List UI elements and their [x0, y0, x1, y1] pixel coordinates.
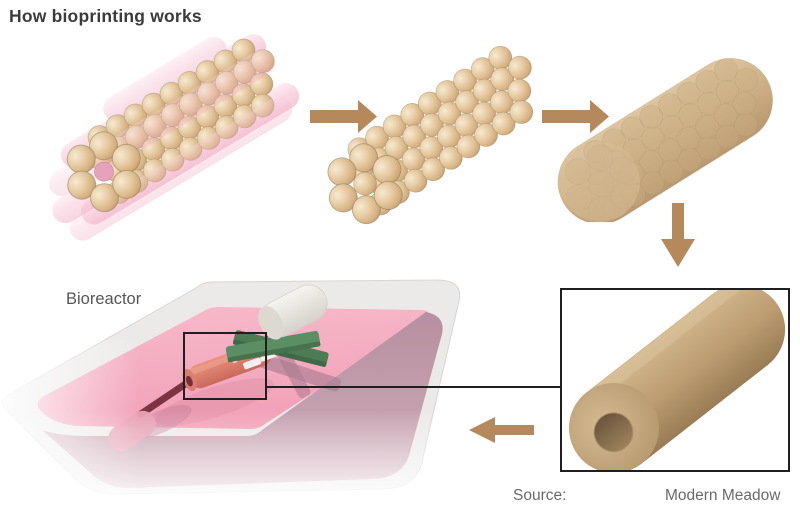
motor-cylinder [258, 284, 328, 340]
capsule-end-face [560, 142, 640, 222]
bioreactor-label: Bioreactor [66, 290, 142, 308]
callout-connector-line [265, 386, 562, 388]
source-value: Modern Meadow [665, 487, 781, 504]
left-fade [0, 340, 140, 512]
arrow-right-icon [310, 100, 377, 133]
arrow-down-icon [661, 203, 695, 267]
arrow-right-icon [542, 100, 609, 133]
bioreactor-illustration [0, 279, 480, 512]
hydrogel-core [94, 161, 114, 182]
page-title: How bioprinting works [9, 6, 202, 26]
tube-highlight [597, 290, 743, 395]
stage-bioink-printing-illustration [48, 34, 300, 241]
green-clamp [225, 330, 329, 367]
tissue-tube-illustration [569, 290, 786, 470]
tissue-tube-detail-box [560, 288, 790, 472]
source-label: Source: [513, 487, 567, 504]
support-rod [137, 375, 197, 418]
front-sphere-cluster [61, 126, 147, 218]
stage-fusing-tissue-illustration [557, 54, 773, 222]
callout-rectangle [183, 332, 267, 400]
stage-sphere-tube-illustration [322, 41, 537, 225]
tube-lumen [594, 413, 633, 452]
lumen-rim [593, 412, 634, 453]
arrow-left-icon [469, 417, 534, 443]
